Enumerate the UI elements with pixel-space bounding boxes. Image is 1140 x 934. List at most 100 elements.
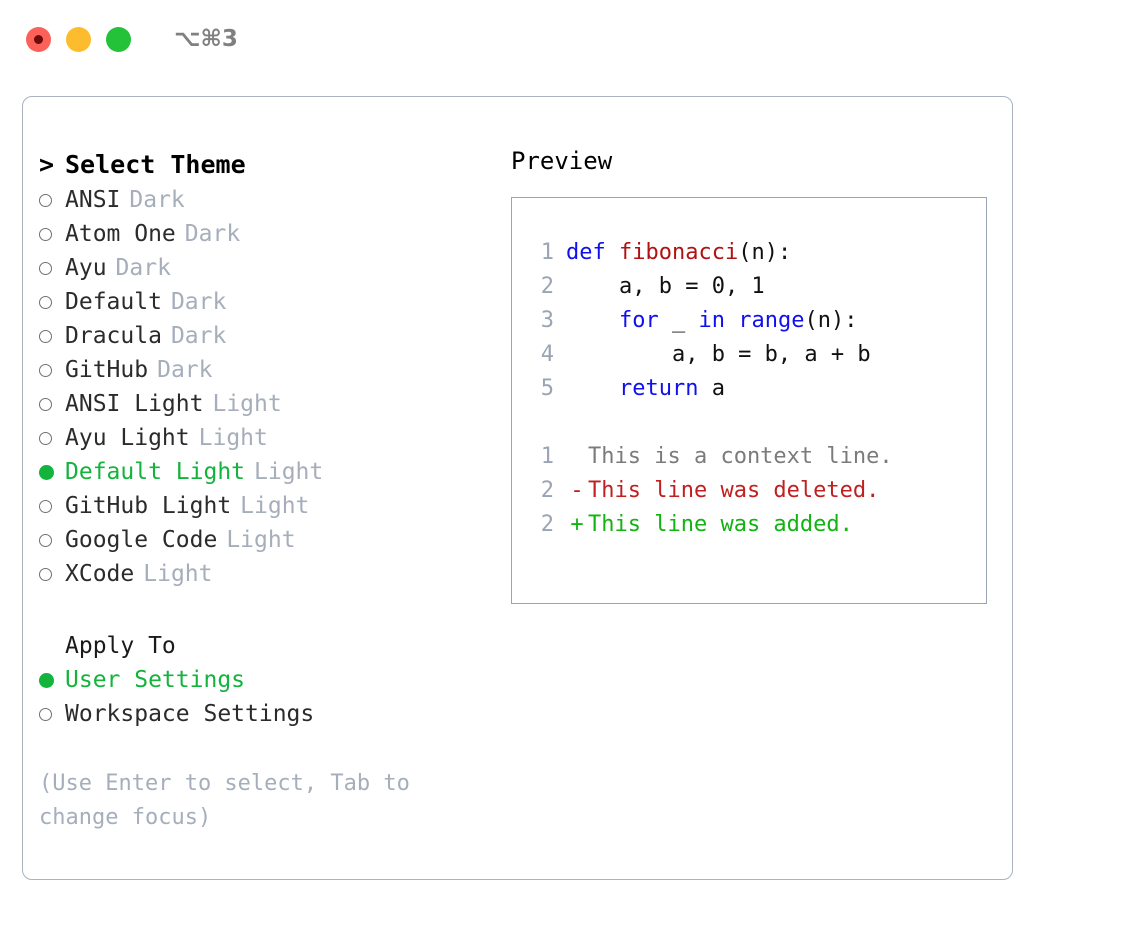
code-line: 1 def fibonacci(n): <box>524 236 986 270</box>
theme-category-tag: Dark <box>129 187 185 213</box>
code-token: (n): <box>804 308 858 333</box>
diff-sample-block: 1 This is a context line.2-This line was… <box>524 440 986 542</box>
diff-line-text: This line was added. <box>588 512 853 537</box>
theme-name-label: GitHub Light <box>65 493 232 519</box>
window-titlebar: ⌥⌘3 <box>0 0 1140 78</box>
select-theme-header: > Select Theme <box>39 147 501 183</box>
radio-unselected-icon[interactable] <box>39 217 65 251</box>
minimize-window-button[interactable] <box>66 26 91 52</box>
theme-category-tag: Light <box>226 527 296 553</box>
apply-to-option[interactable]: Workspace Settings <box>39 697 501 731</box>
page-title: Select Theme <box>65 150 246 179</box>
radio-selected-icon[interactable] <box>39 663 65 697</box>
radio-dot <box>39 261 52 275</box>
radio-dot <box>39 431 52 445</box>
radio-dot <box>39 672 54 688</box>
radio-unselected-icon[interactable] <box>39 319 65 353</box>
diff-line-text: This line was deleted. <box>588 478 880 503</box>
apply-to-option[interactable]: User Settings <box>39 663 501 697</box>
diff-line: 2+This line was added. <box>524 508 986 542</box>
radio-dot <box>39 707 52 721</box>
radio-unselected-icon[interactable] <box>39 421 65 455</box>
radio-dot <box>39 193 52 207</box>
radio-dot <box>39 329 52 343</box>
theme-name-label: GitHub <box>65 357 149 383</box>
radio-dot <box>39 464 54 480</box>
code-line-text: for _ in range(n): <box>566 304 857 338</box>
code-token: for <box>618 308 659 333</box>
code-token: (n): <box>738 240 792 265</box>
prompt-caret-icon: > <box>39 150 55 179</box>
theme-name-label: Default Light <box>65 459 246 485</box>
radio-unselected-icon[interactable] <box>39 697 65 731</box>
theme-category-tag: Light <box>254 459 324 485</box>
theme-list-item[interactable]: XCode Light <box>39 557 501 591</box>
line-number: 1 <box>540 240 554 265</box>
radio-unselected-icon[interactable] <box>39 489 65 523</box>
recording-indicator-icon <box>34 34 43 44</box>
theme-name-label: Ayu <box>65 255 107 281</box>
code-token: fibonacci <box>618 240 739 265</box>
theme-name-label: ANSI <box>65 187 121 213</box>
radio-dot <box>39 499 52 513</box>
diff-line: 1 This is a context line. <box>524 440 986 474</box>
diff-line: 2-This line was deleted. <box>524 474 986 508</box>
theme-category-tag: Dark <box>115 255 171 281</box>
theme-list-item[interactable]: Ayu Dark <box>39 251 501 285</box>
theme-category-tag: Dark <box>170 289 227 315</box>
radio-unselected-icon[interactable] <box>39 285 65 319</box>
radio-dot <box>39 533 52 547</box>
diff-sign <box>566 440 588 474</box>
code-token <box>725 308 738 333</box>
radio-unselected-icon[interactable] <box>39 183 65 217</box>
code-token: return <box>618 376 699 401</box>
theme-category-tag: Dark <box>184 221 241 247</box>
theme-name-label: Ayu Light <box>65 425 190 451</box>
line-number: 4 <box>540 342 554 367</box>
radio-unselected-icon[interactable] <box>39 557 65 591</box>
radio-unselected-icon[interactable] <box>39 353 65 387</box>
theme-list-item[interactable]: ANSI Dark <box>39 183 501 217</box>
theme-list-item[interactable]: Default Dark <box>39 285 501 319</box>
code-token: in <box>698 308 725 333</box>
code-line: 4 a, b = b, a + b <box>524 338 986 372</box>
radio-selected-icon[interactable] <box>39 455 65 489</box>
line-number: 5 <box>540 376 554 401</box>
code-token: a <box>698 376 725 401</box>
code-token: def <box>566 240 619 265</box>
theme-name-label: ANSI Light <box>65 391 204 417</box>
theme-name-label: XCode <box>65 561 135 587</box>
code-token <box>566 376 619 401</box>
radio-unselected-icon[interactable] <box>39 251 65 285</box>
code-line: 2 a, b = 0, 1 <box>524 270 986 304</box>
close-window-button[interactable] <box>26 26 51 52</box>
apply-to-option-label: Workspace Settings <box>65 701 315 727</box>
diff-sign: + <box>570 512 584 537</box>
theme-list-item[interactable]: Default Light Light <box>39 455 501 489</box>
theme-list-item[interactable]: GitHub Dark <box>39 353 501 387</box>
theme-name-label: Default <box>65 289 162 315</box>
maximize-window-button[interactable] <box>106 26 131 52</box>
theme-category-tag: Dark <box>157 357 213 383</box>
radio-unselected-icon[interactable] <box>39 387 65 421</box>
diff-line-text: This is a context line. <box>588 444 893 469</box>
theme-category-tag: Light <box>143 561 213 587</box>
radio-unselected-icon[interactable] <box>39 523 65 557</box>
code-line: 5 return a <box>524 372 986 406</box>
code-line-text: return a <box>566 372 725 406</box>
